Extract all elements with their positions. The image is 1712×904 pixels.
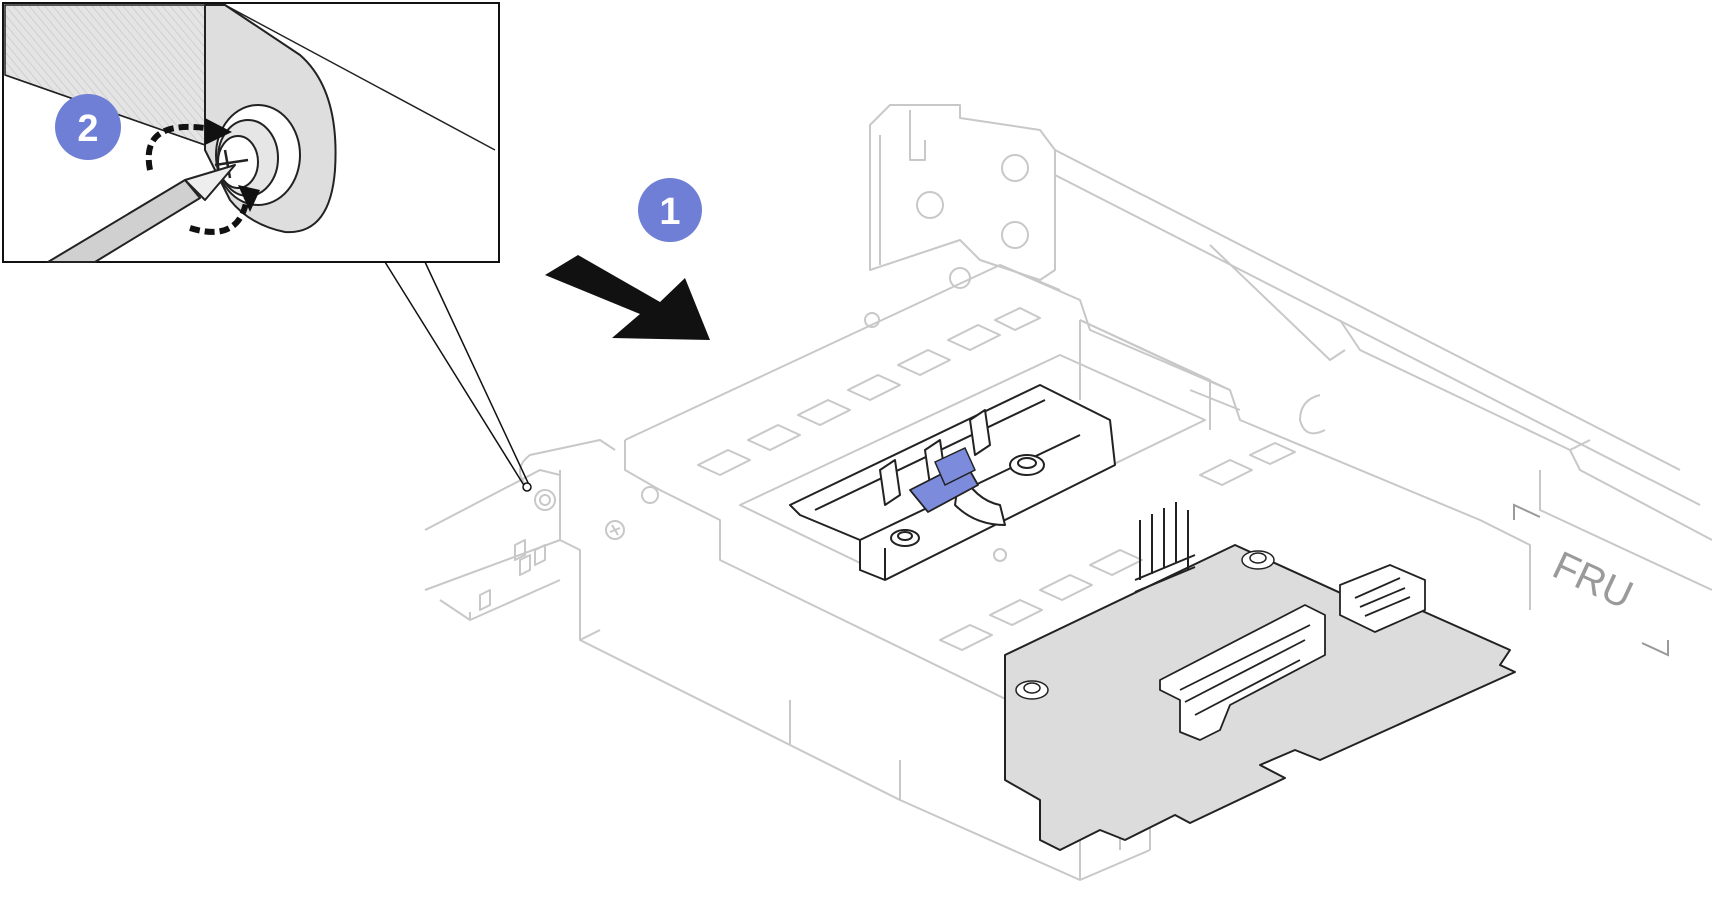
fru-label: FRU (1546, 543, 1639, 618)
zoom-inset (2, 2, 532, 492)
pin-header (1134, 502, 1196, 593)
board-header (1339, 564, 1426, 633)
system-board (1004, 502, 1516, 851)
release-latch (909, 447, 979, 513)
chassis-frame (424, 104, 1712, 881)
board-screw (1015, 550, 1275, 700)
rotate-arrowhead (238, 185, 260, 212)
fru-label-brackets (1513, 503, 1669, 657)
vent-slots (697, 307, 1296, 651)
callout-step-2-label: 2 (77, 108, 98, 150)
callout-step-2: 2 (55, 94, 121, 160)
callout-step-1-label: 1 (659, 191, 680, 233)
callout-step-1: 1 (638, 178, 702, 242)
rotate-arrowhead (205, 118, 232, 145)
screwdriver-icon (47, 164, 236, 263)
captive-screw (214, 104, 301, 206)
arrow-right-down-icon (545, 255, 710, 340)
board-connector (1159, 604, 1326, 741)
